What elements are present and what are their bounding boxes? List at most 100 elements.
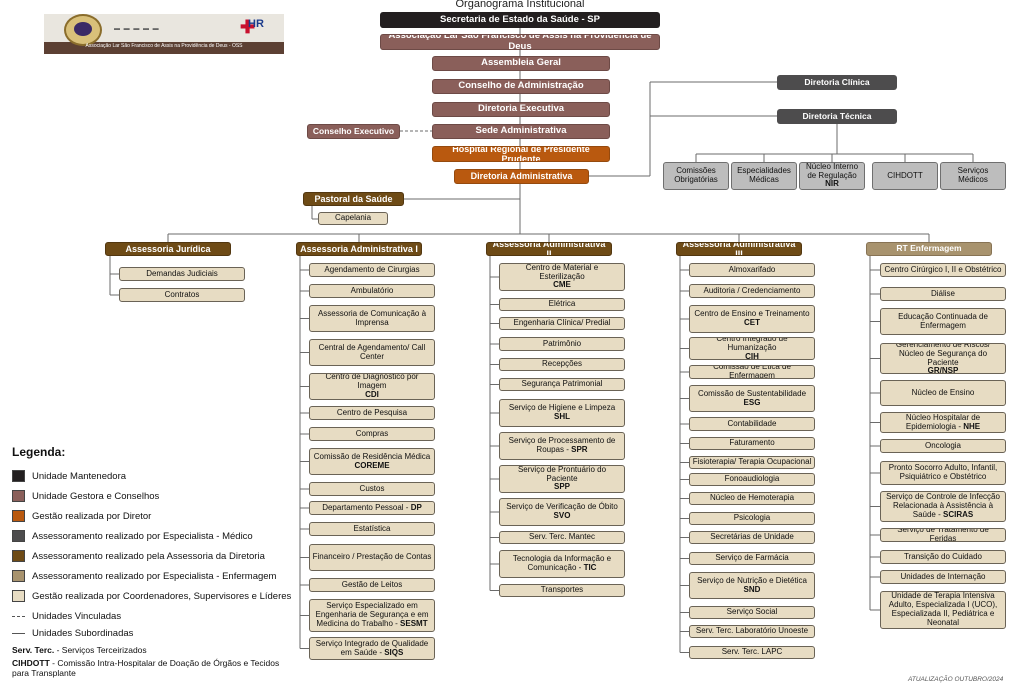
legend-swatch bbox=[12, 570, 25, 582]
list-item-adm1: Financeiro / Prestação de Contas bbox=[309, 544, 435, 571]
list-item-enf: Diálise bbox=[880, 287, 1006, 301]
header-adm2: Assessoria Administrativa II bbox=[486, 242, 612, 256]
legend-linked: Unidades Vinculadas bbox=[12, 611, 121, 622]
list-item-adm1: Agendamento de Cirurgias bbox=[309, 263, 435, 277]
list-item-enf: Núcleo de Ensino bbox=[880, 380, 1006, 406]
list-item-adm3: Secretárias de Unidade bbox=[689, 531, 815, 544]
conselho-executivo-box: Conselho Executivo bbox=[307, 124, 400, 139]
legend-swatch bbox=[12, 510, 25, 522]
assembleia-box: Assembleia Geral bbox=[432, 56, 610, 71]
list-item-adm2: Tecnologia da Informação e Comunicação -… bbox=[499, 550, 625, 578]
institution-emblem bbox=[64, 14, 102, 46]
list-item-adm1: Centro de Pesquisa bbox=[309, 406, 435, 420]
list-item-adm3: Psicologia bbox=[689, 512, 815, 525]
legend-swatch bbox=[12, 590, 25, 602]
header-adm1: Assessoria Administrativa I bbox=[296, 242, 422, 256]
hospital-logo: ✚ HR bbox=[240, 17, 264, 37]
legend-item: Unidade Mantenedora bbox=[12, 470, 126, 482]
header-adm3: Assessoria Administrativa III bbox=[676, 242, 802, 256]
logo-caption: Associação Lar São Francisco de Assis na… bbox=[85, 43, 243, 49]
list-item-adm2: Patrimônio bbox=[499, 337, 625, 351]
list-item-adm3: Serv. Terc. Laboratório Unoeste bbox=[689, 625, 815, 638]
list-item-adm3: Núcleo de Hemoterapia bbox=[689, 492, 815, 505]
conselho-adm-box: Conselho de Administração bbox=[432, 79, 610, 94]
list-item-adm1: Estatística bbox=[309, 522, 435, 536]
list-item-adm3: Fisioterapia/ Terapia Ocupacional bbox=[689, 456, 815, 469]
list-item-enf: Oncologia bbox=[880, 439, 1006, 453]
red-cross-icon: ✚ bbox=[240, 17, 256, 37]
list-item-juridica: Demandas Judiciais bbox=[119, 267, 245, 281]
list-item-adm1: Departamento Pessoal - DP bbox=[309, 501, 435, 515]
solid-line-icon bbox=[12, 633, 25, 634]
tecnica-child: Comissões Obrigatórias bbox=[663, 162, 729, 190]
list-item-adm1: Serviço Integrado de Qualidade em Saúde … bbox=[309, 637, 435, 660]
tecnica-child: Serviços Médicos bbox=[940, 162, 1006, 190]
list-item-adm2: Recepções bbox=[499, 358, 625, 371]
legend-swatch bbox=[12, 490, 25, 502]
dashed-line-icon bbox=[12, 616, 25, 617]
list-item-adm1: Ambulatório bbox=[309, 284, 435, 298]
header-juridica: Assessoria Jurídica bbox=[105, 242, 231, 256]
diretoria-administrativa-box: Diretoria Administrativa bbox=[454, 169, 589, 184]
list-item-adm3: Comissão de Ética de Enfermagem bbox=[689, 365, 815, 379]
secretaria-box: Secretaria de Estado da Saúde - SP bbox=[380, 12, 660, 28]
sede-administrativa-box: Sede Administrativa bbox=[432, 124, 610, 139]
list-item-enf: Centro Cirúrgico I, II e Obstétrico bbox=[880, 263, 1006, 277]
list-item-adm3: Almoxarifado bbox=[689, 263, 815, 277]
diretoria-tecnica-box: Diretoria Técnica bbox=[777, 109, 897, 124]
legend-item: Unidade Gestora e Conselhos bbox=[12, 490, 159, 502]
list-item-adm1: Serviço Especializado em Engenharia de S… bbox=[309, 599, 435, 632]
list-item-enf: Serviço de Tratamento de Feridas bbox=[880, 528, 1006, 542]
capelania-box: Capelania bbox=[318, 212, 388, 225]
list-item-enf: Unidades de Internação bbox=[880, 570, 1006, 584]
list-item-adm3: Fonoaudiologia bbox=[689, 473, 815, 486]
legend-item: Gestão realizada por Coordenadores, Supe… bbox=[12, 590, 291, 602]
institution-logo: ▬ ▬ ▬ ▬ ▬ ✚ HR Associação Lar São Franci… bbox=[44, 14, 284, 54]
list-item-adm1: Gestão de Leitos bbox=[309, 578, 435, 592]
associacao-box: Associação Lar São Francisco de Assis na… bbox=[380, 34, 660, 50]
legend-item: Assessoramento realizado por Especialist… bbox=[12, 530, 253, 542]
legend-swatch bbox=[12, 550, 25, 562]
list-item-adm3: Auditoria / Credenciamento bbox=[689, 284, 815, 298]
list-item-adm1: Custos bbox=[309, 482, 435, 496]
list-item-enf: Serviço de Controle de Infecção Relacion… bbox=[880, 491, 1006, 522]
diretoria-executiva-box: Diretoria Executiva bbox=[432, 102, 610, 117]
legend-swatch bbox=[12, 530, 25, 542]
list-item-enf: Gerenciamento de Riscos/ Núcleo de Segur… bbox=[880, 343, 1006, 374]
list-item-adm3: Serv. Terc. LAPC bbox=[689, 646, 815, 659]
page-title: Organograma Institucional bbox=[455, 0, 585, 10]
list-item-adm1: Compras bbox=[309, 427, 435, 441]
tecnica-child: CIHDOTT bbox=[872, 162, 938, 190]
list-item-enf: Pronto Socorro Adulto, Infantil, Psiquiá… bbox=[880, 461, 1006, 485]
footnote-cihdott: CIHDOTT - Comissão Intra-Hospitalar de D… bbox=[12, 658, 280, 678]
diretoria-clinica-box: Diretoria Clínica bbox=[777, 75, 897, 90]
footnote-serv-terc: Serv. Terc. - Serviços Terceirizados bbox=[12, 645, 147, 655]
list-item-adm2: Serv. Terc. Mantec bbox=[499, 531, 625, 544]
header-enf: RT Enfermagem bbox=[866, 242, 992, 256]
list-item-adm1: Central de Agendamento/ Call Center bbox=[309, 339, 435, 366]
list-item-adm2: Serviço de Processamento de Roupas - SPR bbox=[499, 432, 625, 460]
list-item-adm2: Engenharia Clínica/ Predial bbox=[499, 317, 625, 330]
list-item-adm3: Contabilidade bbox=[689, 417, 815, 431]
list-item-enf: Transição do Cuidado bbox=[880, 550, 1006, 564]
list-item-enf: Unidade de Terapia Intensiva Adulto, Esp… bbox=[880, 591, 1006, 629]
legend-item: Gestão realizada por Diretor bbox=[12, 510, 151, 522]
legend-subordinate: Unidades Subordinadas bbox=[12, 628, 133, 639]
legend-item: Assessoramento realizado por Especialist… bbox=[12, 570, 276, 582]
list-item-adm3: Serviço Social bbox=[689, 606, 815, 619]
list-item-juridica: Contratos bbox=[119, 288, 245, 302]
legend-item: Assessoramento realizado pela Assessoria… bbox=[12, 550, 265, 562]
list-item-adm3: Faturamento bbox=[689, 437, 815, 450]
list-item-adm2: Transportes bbox=[499, 584, 625, 597]
update-note: ATUALIZAÇÃO OUTUBRO/2024 bbox=[908, 676, 1004, 683]
hospital-box: Hospital Regional de Presidente Prudente bbox=[432, 146, 610, 162]
